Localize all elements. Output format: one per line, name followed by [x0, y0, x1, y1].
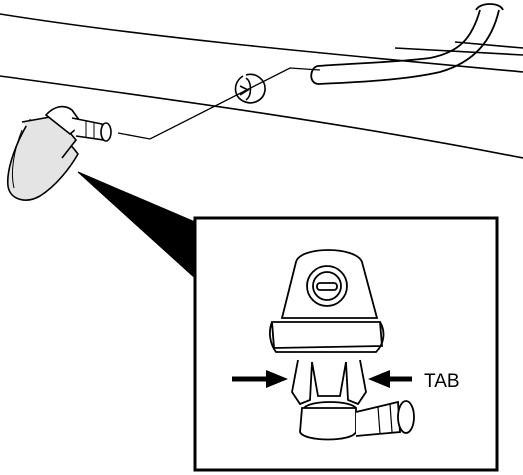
washer-nozzle-overview	[7, 105, 112, 201]
leader-line	[117, 67, 321, 140]
washer-hose	[310, 3, 504, 85]
magnification-wedge	[77, 171, 196, 280]
nozzle-closeup	[269, 249, 415, 441]
hood-panel-outline	[0, 13, 523, 159]
tab-arrow-left-icon	[232, 370, 288, 388]
tab-arrow-right-icon	[368, 370, 412, 388]
hose-clip	[234, 73, 266, 104]
tab-callout-label: TAB	[424, 371, 460, 392]
